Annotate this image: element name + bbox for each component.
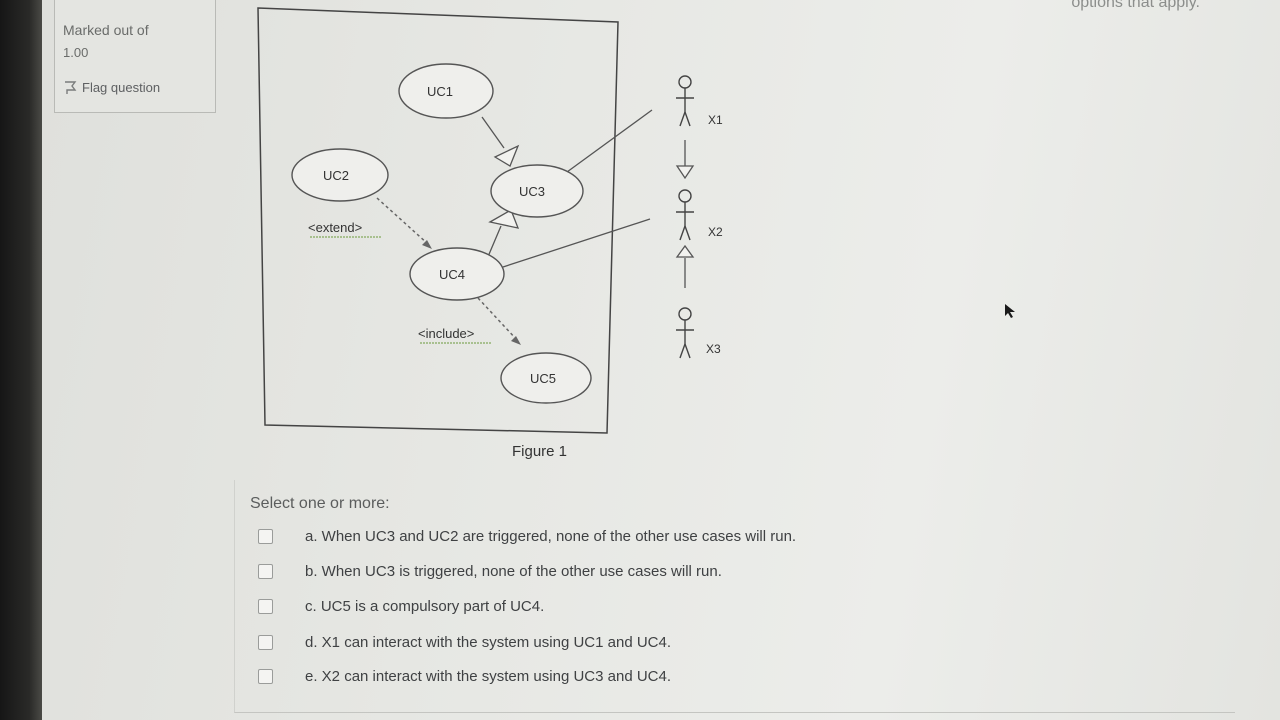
use-case-uc5 (500, 352, 592, 404)
checkbox-option-c[interactable] (258, 599, 273, 614)
include-relationship (477, 297, 518, 341)
system-boundary (257, 7, 619, 434)
actor-generalization-arrowhead-1 (675, 165, 695, 180)
uc5-label: UC5 (530, 371, 556, 386)
answer-option-b[interactable]: b. When UC3 is triggered, none of the ot… (258, 563, 722, 580)
include-label: <include> (418, 326, 474, 341)
flag-question-label: Flag question (82, 80, 161, 95)
screen (42, 0, 1280, 720)
include-arrowhead (511, 336, 521, 345)
mouse-cursor-icon (1005, 304, 1015, 318)
marked-out-of-value: 1.00 (63, 45, 89, 60)
use-case-uc1 (398, 63, 494, 119)
answer-option-c[interactable]: c. UC5 is a compulsory part of UC4. (258, 598, 544, 615)
checkbox-option-e[interactable] (258, 669, 273, 684)
actor-x2-label: X2 (708, 225, 723, 239)
uc4-label: UC4 (439, 267, 465, 282)
generalization-arrowhead-uc4 (488, 209, 520, 229)
option-d-label: d. X1 can interact with the system using… (305, 634, 672, 651)
actor-x3 (676, 307, 694, 359)
monitor-bezel (0, 0, 42, 720)
extend-relationship (376, 197, 429, 245)
actor-x3-label: X3 (706, 342, 721, 356)
actor-x1-label: X1 (708, 113, 723, 127)
use-case-uc2 (291, 148, 389, 202)
extend-label: <extend> (308, 220, 362, 235)
option-c-label: c. UC5 is a compulsory part of UC4. (305, 598, 545, 615)
actor-x2 (676, 189, 694, 241)
generalization-arrowhead-uc1 (493, 144, 520, 167)
figure-caption: Figure 1 (512, 443, 568, 460)
use-case-uc4 (409, 247, 505, 301)
generalization-uc1-uc3 (481, 116, 505, 149)
answer-option-d[interactable]: d. X1 can interact with the system using… (258, 634, 671, 651)
use-case-uc3 (490, 164, 584, 218)
checkbox-option-b[interactable] (258, 564, 273, 579)
extend-arrowhead (422, 240, 432, 249)
option-a-label: a. When UC3 and UC2 are triggered, none … (305, 528, 797, 545)
association-uc3-x1 (566, 109, 653, 173)
answer-option-e[interactable]: e. X2 can interact with the system using… (258, 668, 671, 685)
flag-icon (63, 80, 77, 95)
answer-panel (234, 480, 1235, 713)
question-info-panel: Marked out of 1.00 Flag question (54, 0, 216, 113)
question-instruction: options that apply. (1071, 0, 1200, 11)
actor-generalization-arrowhead-2 (675, 244, 695, 258)
option-b-label: b. When UC3 is triggered, none of the ot… (305, 563, 722, 580)
generalization-uc4-uc3 (486, 225, 502, 260)
actor-x1 (676, 75, 694, 127)
option-e-label: e. X2 can interact with the system using… (305, 668, 672, 685)
uc1-label: UC1 (427, 84, 453, 99)
answer-prompt: Select one or more: (250, 495, 390, 512)
checkbox-option-d[interactable] (258, 635, 273, 650)
flag-question-link[interactable]: Flag question (63, 80, 160, 95)
checkbox-option-a[interactable] (258, 529, 273, 544)
association-uc4-x2 (502, 218, 651, 268)
marked-out-of-label: Marked out of (63, 22, 149, 38)
answer-option-a[interactable]: a. When UC3 and UC2 are triggered, none … (258, 528, 796, 545)
uc2-label: UC2 (323, 168, 349, 183)
uc3-label: UC3 (519, 184, 545, 199)
